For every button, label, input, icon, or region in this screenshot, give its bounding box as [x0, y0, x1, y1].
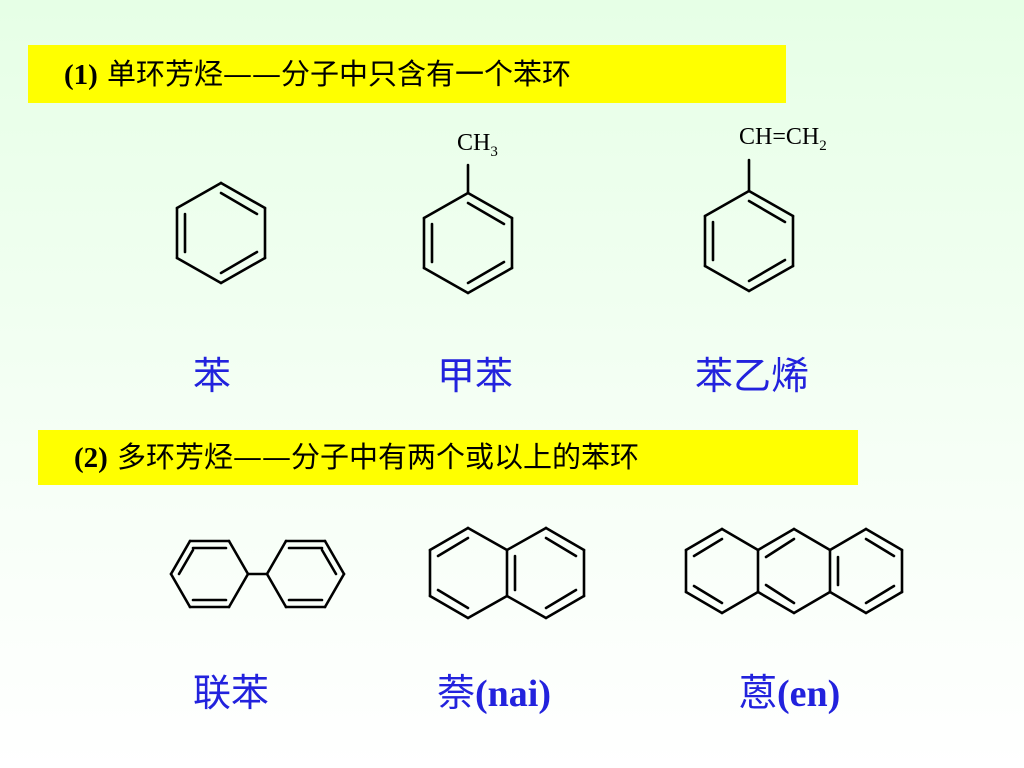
section-1-banner: (1) 单环芳烃——分子中只含有一个苯环 [28, 45, 786, 103]
biphenyl-name: 联苯 [193, 671, 270, 715]
section-2-banner: (2) 多环芳烃——分子中有两个或以上的苯环 [38, 430, 858, 485]
section-1-text: 单环芳烃——分子中只含有一个苯环 [97, 57, 572, 91]
section-2-text: 多环芳烃——分子中有两个或以上的苯环 [107, 440, 640, 474]
toluene-structure [422, 163, 514, 295]
benzene-name: 苯 [193, 354, 232, 398]
anthracene-structure [684, 527, 904, 615]
biphenyl-structure [169, 539, 346, 609]
section-1-number: (1) [64, 59, 98, 91]
naphthalene-structure [428, 526, 586, 620]
toluene-substituent: CH3 [457, 130, 498, 160]
styrene-structure [703, 158, 795, 293]
styrene-substituent: CH=CH2 [739, 124, 827, 154]
styrene-name: 苯乙烯 [695, 354, 810, 398]
anthracene-name: 蒽(en) [739, 671, 841, 715]
section-2-number: (2) [74, 442, 108, 474]
toluene-name: 甲苯 [437, 354, 514, 398]
benzene-structure [175, 181, 267, 285]
naphthalene-name: 萘(nai) [437, 671, 552, 715]
